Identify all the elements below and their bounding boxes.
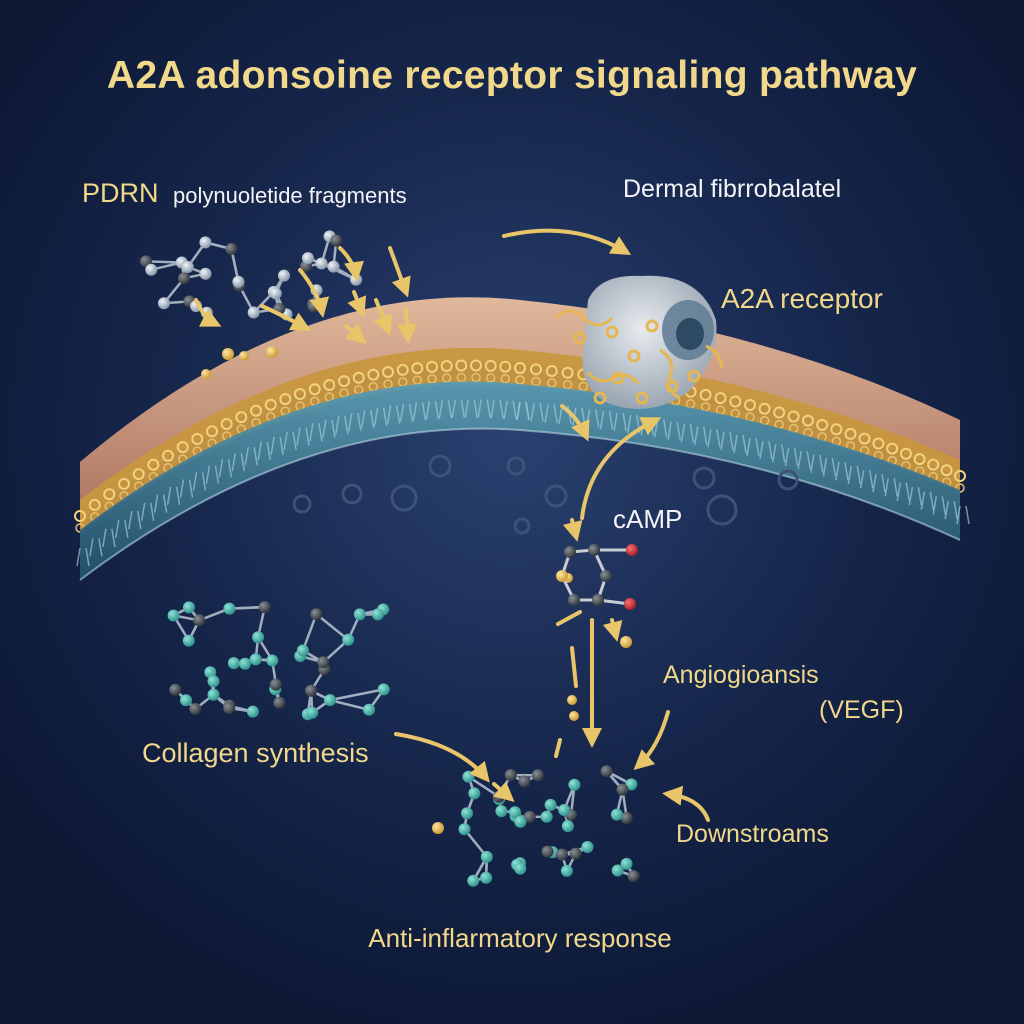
collagen-synthesis-label: Collagen synthesis [142,738,369,768]
arrow-downstream [662,785,710,822]
vesicles [292,454,799,535]
downstream-label: Downstroams [676,820,829,848]
anti-inflammatory-label: Anti-inflarmatory response [368,923,672,953]
a2a-receptor-label: A2A receptor [721,283,883,314]
arrow-to-fibroblast [502,228,632,256]
arrow-membrane-down [560,404,590,442]
polynucleotide-label: polynuoletide fragments [173,183,407,208]
pdrn-label: PDRN [82,178,159,208]
arrow-angio [633,710,670,771]
camp-label: cAMP [613,504,683,534]
pathway-arrows [194,228,710,822]
fibroblast-label: Dermal fibrrobalatel [623,175,842,203]
arrow-camp-up [580,417,662,520]
vegf-label: (VEGF) [819,696,904,724]
camp-molecule [556,544,638,610]
cell-membrane [74,297,970,581]
diagram-title: A2A adonsoine receptor signaling pathway [106,54,918,97]
angiogenesis-label: Angiogioansis [663,661,819,689]
a2a-receptor-cell [554,275,724,409]
collagen-molecule [167,601,390,721]
arrow-collagen [394,732,490,783]
